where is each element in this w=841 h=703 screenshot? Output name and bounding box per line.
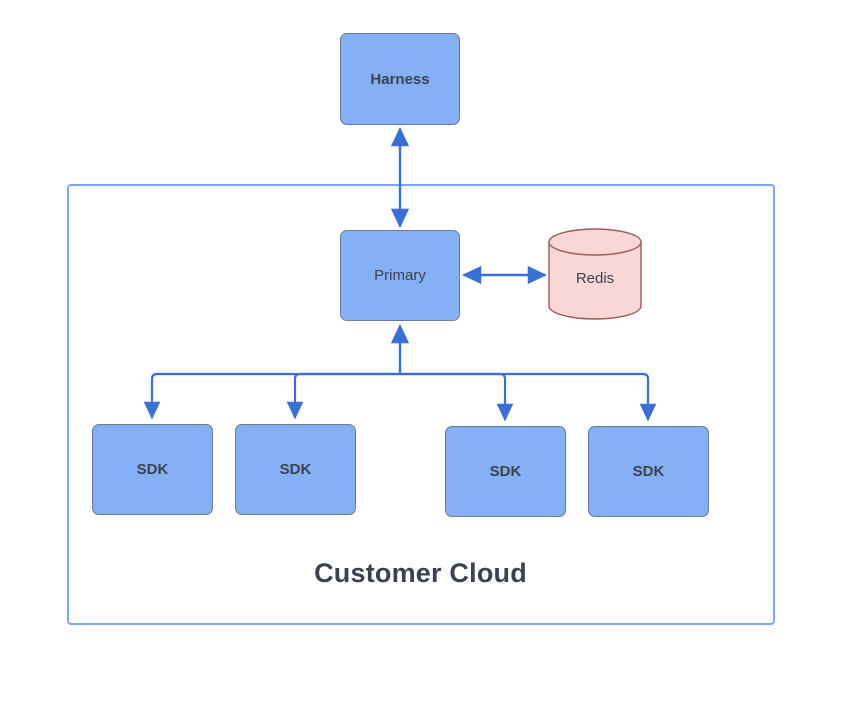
cylinder-shape — [548, 228, 642, 320]
node-sdk-1[interactable]: SDK — [92, 424, 213, 515]
node-sdk-1-label: SDK — [136, 461, 169, 478]
node-primary-label: Primary — [374, 267, 426, 284]
node-sdk-3[interactable]: SDK — [445, 426, 566, 517]
node-redis-label: Redis — [575, 270, 615, 287]
node-sdk-2-label: SDK — [279, 461, 312, 478]
customer-cloud-container — [67, 184, 775, 625]
node-redis-label-wrap: Redis — [548, 228, 642, 320]
customer-cloud-label: Customer Cloud — [314, 558, 527, 588]
node-sdk-4[interactable]: SDK — [588, 426, 709, 517]
node-sdk-3-label: SDK — [489, 463, 522, 480]
node-harness[interactable]: Harness — [340, 33, 460, 125]
node-sdk-4-label: SDK — [632, 463, 665, 480]
node-sdk-2[interactable]: SDK — [235, 424, 356, 515]
node-primary[interactable]: Primary — [340, 230, 460, 321]
node-harness-label: Harness — [370, 70, 430, 88]
node-redis[interactable]: Redis — [548, 228, 642, 320]
